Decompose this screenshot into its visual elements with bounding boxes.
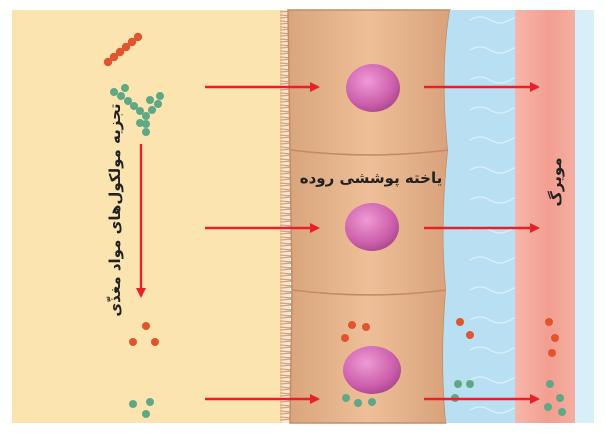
particle-green (368, 398, 376, 406)
particle-green (558, 408, 566, 416)
particle-green (544, 403, 552, 411)
particle-red (348, 321, 356, 329)
particle-red (362, 323, 370, 331)
particle-green (148, 106, 156, 114)
particle-green (466, 380, 474, 388)
nucleus-1 (346, 64, 400, 112)
particle-green (556, 394, 564, 402)
particle-green (156, 92, 164, 100)
particle-red (142, 322, 150, 330)
particle-green (342, 394, 350, 402)
particle-red (134, 33, 142, 41)
particle-red (456, 318, 464, 326)
particle-green (146, 96, 154, 104)
particle-green (121, 84, 129, 92)
particle-green (129, 400, 137, 408)
particle-green (546, 380, 554, 388)
particle-green (142, 410, 150, 418)
particle-green (454, 380, 462, 388)
particle-green (136, 119, 144, 127)
particle-green (154, 100, 162, 108)
label-capillary: مویرگ (547, 157, 565, 206)
intestinal-lumen (12, 10, 282, 423)
particle-green (146, 398, 154, 406)
particle-red (129, 338, 137, 346)
capillary (515, 10, 583, 423)
particle-green (142, 112, 150, 120)
particle-green (117, 92, 125, 100)
nucleus-3 (343, 346, 401, 394)
particle-green (354, 399, 362, 407)
particle-red (551, 334, 559, 342)
particle-green (110, 88, 118, 96)
nucleus-2 (345, 203, 399, 251)
particle-red (341, 334, 349, 342)
particle-red (466, 331, 474, 339)
particle-red (151, 338, 159, 346)
label-digestion: تجزیه مولکول‌های مواد مغذّی (106, 103, 124, 316)
particle-green (142, 128, 150, 136)
capillary-outer-fluid (575, 10, 594, 423)
particle-red (548, 349, 556, 357)
particle-red (545, 318, 553, 326)
label-epithelial-cell: یاخته پوششی روده (300, 169, 442, 188)
